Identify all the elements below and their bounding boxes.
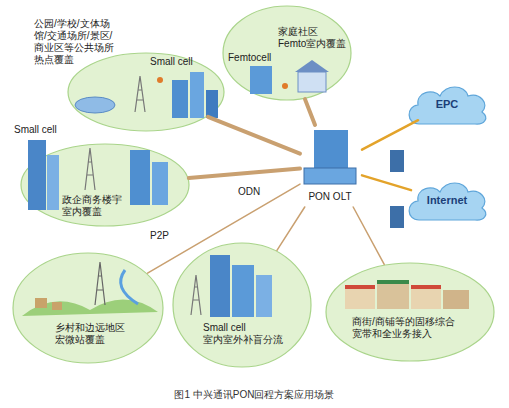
figure-caption: 图1 中兴通讯PON回程方案应用场景 [0, 389, 509, 401]
scene-region [67, 52, 225, 132]
scene-label: Small cell [150, 56, 193, 68]
text-holder: PON OLT [300, 191, 360, 203]
scene-region [172, 242, 312, 368]
fiber-link [208, 117, 300, 154]
fiber-link [362, 120, 418, 149]
street-scene: 商街/商铺等的固移综合 宽带和全业务接入 [325, 262, 495, 362]
scene-label: 公园/学校/文体场馆/交通场所/景区/商业区等公共场所热点覆盖 [34, 18, 116, 66]
text-holder: 乡村和边远地区 宏微站覆盖 [55, 322, 129, 346]
scene-label: Small cell [14, 124, 57, 136]
scene-label: Internet [405, 194, 489, 207]
core-cloud: EPC [405, 84, 491, 126]
network-label: P2P [148, 230, 171, 242]
enterprise-scene: Small cell 政企商务楼宇 室内覆盖 [8, 120, 194, 230]
scene-label: 家庭社区 Femto室内覆盖 [278, 26, 351, 50]
text-holder: 商街/商铺等的固移综合 宽带和全业务接入 [352, 316, 459, 340]
scene-region [13, 253, 163, 363]
text-holder: 政企商务楼宇 室内覆盖 [62, 194, 126, 218]
scene-region [325, 262, 495, 362]
text-holder: Internet [405, 194, 489, 207]
scene-label: Femtocell [228, 52, 271, 64]
scene-label: Small cell 室内室外补盲分流 [203, 322, 287, 346]
scene-region [223, 6, 351, 100]
text-holder: Femtocell [228, 52, 271, 64]
scene-label: 政企商务楼宇 室内覆盖 [62, 194, 126, 218]
server-icon [390, 150, 404, 228]
fiber-link [277, 207, 305, 250]
indoor-outdoor-scene: Small cell 室内室外补盲分流 [172, 242, 312, 368]
scene-label: EPC [405, 98, 489, 111]
hotspot-scene: 公园/学校/文体场馆/交通场所/景区/商业区等公共场所热点覆盖 Small cel… [30, 14, 228, 136]
fiber-link [305, 99, 315, 125]
fiber-link [353, 207, 384, 264]
scene-region [173, 243, 311, 367]
rural-scene: 乡村和边远地区 宏微站覆盖 [12, 252, 164, 364]
web-cloud: Internet [405, 180, 491, 222]
text-holder: Small cell [150, 56, 193, 68]
text-holder: P2P [148, 230, 171, 242]
text-holder: 图1 中兴通讯PON回程方案应用场景 [0, 389, 509, 401]
text-holder: Small cell [14, 124, 57, 136]
headend-building [304, 130, 356, 184]
text-holder: 公园/学校/文体场馆/交通场所/景区/商业区等公共场所热点覆盖 [34, 18, 116, 66]
scene-region [68, 53, 224, 131]
scene-region [20, 143, 190, 227]
fiber-link [362, 175, 411, 190]
text-holder: ODN [236, 186, 262, 198]
scene-label: 乡村和边远地区 宏微站覆盖 [55, 322, 129, 346]
home-scene: Femtocell 家庭社区 Femto室内覆盖 [222, 5, 353, 101]
scene-label: PON OLT [300, 191, 360, 203]
scene-region [326, 263, 494, 361]
scene-region [12, 252, 164, 364]
headend-box: PON OLT [300, 125, 362, 207]
fiber-link [189, 169, 300, 178]
text-holder: Small cell 室内室外补盲分流 [203, 322, 287, 346]
text-holder: 家庭社区 Femto室内覆盖 [278, 26, 351, 50]
text-holder: EPC [405, 98, 489, 111]
scene-label: 商街/商铺等的固移综合 宽带和全业务接入 [352, 316, 459, 340]
scene-region [21, 144, 189, 226]
network-label: ODN [236, 186, 262, 198]
